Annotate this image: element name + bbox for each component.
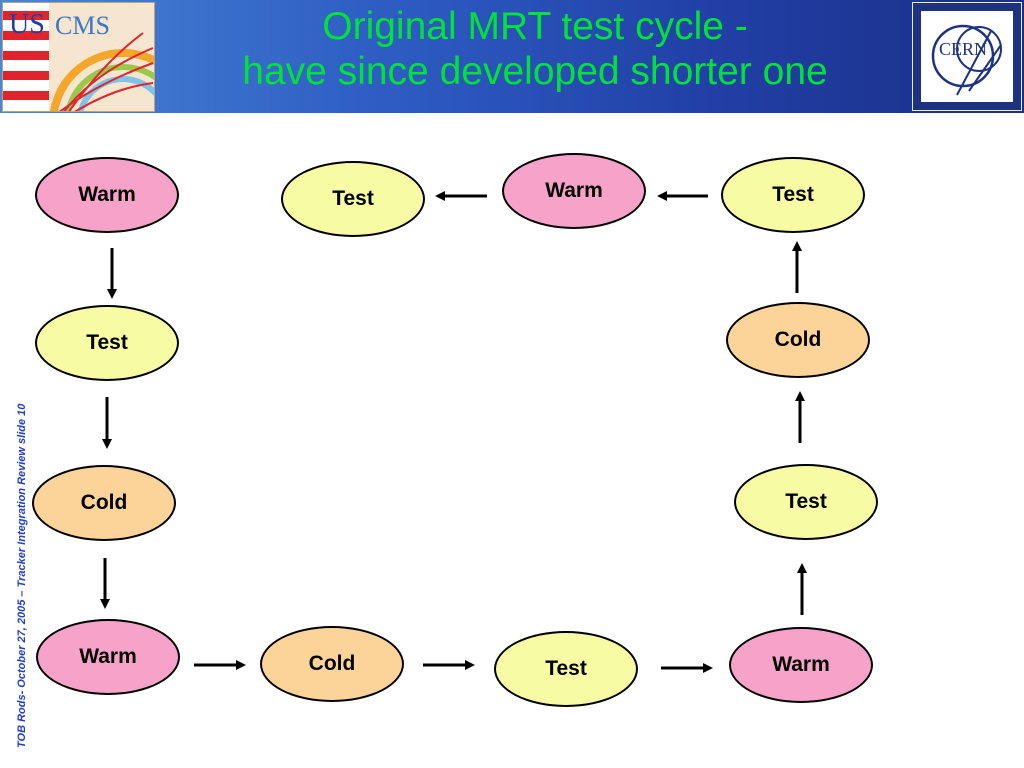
node-cold-2: Cold <box>260 626 404 702</box>
node-label: Test <box>332 187 374 210</box>
node-label: Warm <box>78 183 136 206</box>
node-label: Cold <box>80 491 128 514</box>
node-test-3: Test <box>734 464 878 540</box>
us-cms-logo-graphic <box>3 3 154 111</box>
node-warm-4: Warm <box>502 153 646 229</box>
node-test-4: Test <box>721 157 865 233</box>
node-label: Warm <box>772 653 830 676</box>
node-label: Test <box>772 183 814 206</box>
cern-logo-text: CERN <box>938 39 987 59</box>
node-label: Test <box>785 490 827 513</box>
node-label: Cold <box>308 652 356 675</box>
node-label: Cold <box>774 328 822 351</box>
us-cms-logo: US CMS <box>2 2 155 112</box>
cern-logo-rings <box>931 24 1002 96</box>
node-test-2: Test <box>494 631 638 707</box>
us-logo-text: US <box>9 9 45 40</box>
cern-logo-panel: CERN <box>921 11 1013 102</box>
node-test-5: Test <box>281 161 425 237</box>
title-line-2: have since developed shorter one <box>242 50 828 93</box>
title-line-1: Original MRT test cycle - <box>322 5 748 48</box>
node-test-1: Test <box>35 305 179 381</box>
node-label: Test <box>86 331 128 354</box>
node-label: Warm <box>79 645 137 668</box>
node-warm-3: Warm <box>729 627 873 703</box>
cern-logo: CERN <box>912 2 1022 111</box>
node-cold-3: Cold <box>726 302 870 378</box>
node-warm-2: Warm <box>36 619 180 695</box>
slide-header: US CMS Original MRT test cycle - have si… <box>0 0 1024 113</box>
node-cold-1: Cold <box>32 465 176 541</box>
node-label: Test <box>545 657 587 680</box>
slide-title: Original MRT test cycle - have since dev… <box>160 4 910 94</box>
node-label: Warm <box>545 179 603 202</box>
node-warm-1: Warm <box>35 157 179 233</box>
cms-logo-text: CMS <box>55 11 110 40</box>
